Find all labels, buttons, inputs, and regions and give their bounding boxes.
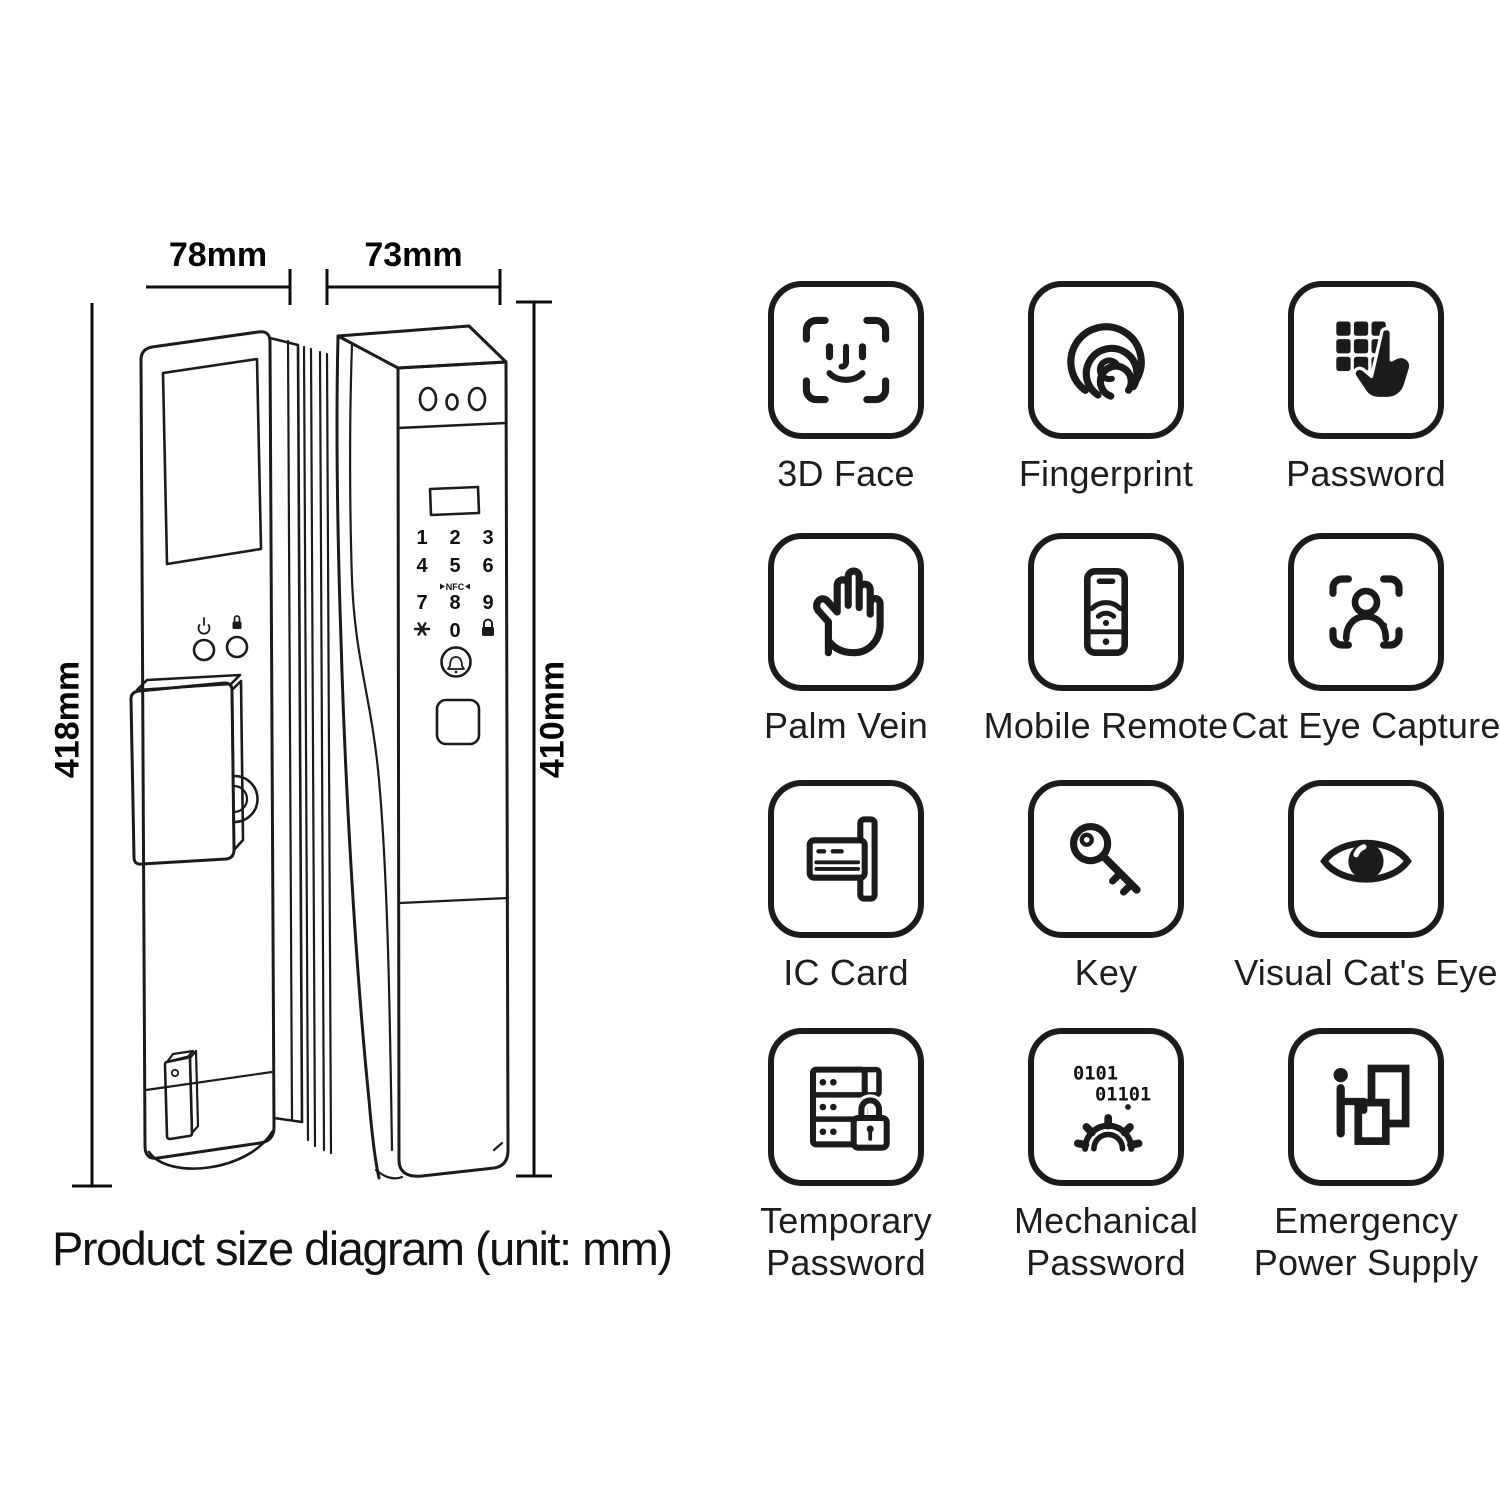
key-1: 1 [416,527,427,549]
feature-fingerprint: Fingerprint [1019,281,1193,494]
diagram-caption: Product size diagram (unit: mm) [52,1222,673,1275]
keypad-press-icon [1288,281,1444,439]
binary-text-1: 0101 [1073,1064,1118,1085]
key-2: 2 [449,527,460,549]
star-key-icon [413,622,431,636]
feature-temporary-password: Temporary Password [760,1028,932,1283]
key-icon [1028,780,1184,938]
person-scan-icon [1288,533,1444,691]
keypad: 1 2 3 4 5 6 7 8 9 0 [413,527,494,642]
dimension-label-front-height: 418mm [48,660,87,779]
feature-label: IC Card [783,952,909,993]
feature-mobile-remote: Mobile Remote [984,533,1228,746]
feature-3d-face: 3D Face [768,281,924,494]
key-8: 8 [449,592,460,614]
feature-label: Palm Vein [764,705,928,746]
dimension-label-side-width: 73mm [364,236,463,274]
palm-icon [768,533,924,691]
key-3: 3 [482,527,493,549]
dimension-lines [72,269,552,1188]
feature-label: Password [1286,453,1446,494]
binary-text-2: 01101 [1095,1084,1151,1105]
eye-icon [1288,780,1444,938]
key-0: 0 [449,620,460,642]
fingerprint-icon [1028,281,1184,439]
lock-side-view: 1 2 3 4 5 6 7 8 9 0 [335,324,510,1180]
svg-text:NFC: NFC [446,582,465,592]
key-7: 7 [416,592,427,614]
product-drawing: 1 2 3 4 5 6 7 8 9 0 [72,269,552,1188]
person-power-icon [1288,1028,1444,1186]
lock-key-icon [482,618,494,636]
feature-label: Cat Eye Capture [1231,705,1500,746]
key-4: 4 [416,555,428,577]
feature-label: Mechanical Password [1013,1200,1199,1284]
feature-ic-card: IC Card [768,780,924,993]
feature-visual-cats-eye: Visual Cat's Eye [1234,780,1498,993]
feature-mechanical-password: 0101 01101 Mechanical Password [1014,1028,1198,1283]
server-lock-icon [768,1028,924,1186]
feature-palm-vein: Palm Vein [764,533,928,746]
feature-label: Key [1074,952,1138,993]
feature-label: Visual Cat's Eye [1234,952,1498,993]
fingerprint-pad [435,698,481,746]
nfc-mark: NFC [440,582,470,592]
dimension-label-side-height: 410mm [533,660,572,779]
face-id-icon [768,281,924,439]
dimension-label-front-width: 78mm [168,236,268,274]
feature-key: Key [1028,780,1184,993]
binary-gear-icon: 0101 01101 [1028,1028,1184,1186]
key-6: 6 [482,555,493,577]
feature-label: Emergency Power Supply [1253,1200,1479,1284]
ic-card-icon [768,780,924,938]
feature-label: Temporary Password [760,1200,932,1284]
feature-label: Fingerprint [1018,453,1194,494]
key-9: 9 [482,592,493,614]
feature-label: Mobile Remote [983,705,1229,746]
lock-front-view [129,330,333,1170]
feature-emergency-power: Emergency Power Supply [1254,1028,1478,1283]
feature-password: Password [1286,281,1446,494]
phone-remote-icon [1028,533,1184,691]
doorbell-button [440,646,472,678]
feature-cat-eye-capture: Cat Eye Capture [1231,533,1500,746]
key-5: 5 [449,555,460,577]
feature-label: 3D Face [777,453,915,494]
